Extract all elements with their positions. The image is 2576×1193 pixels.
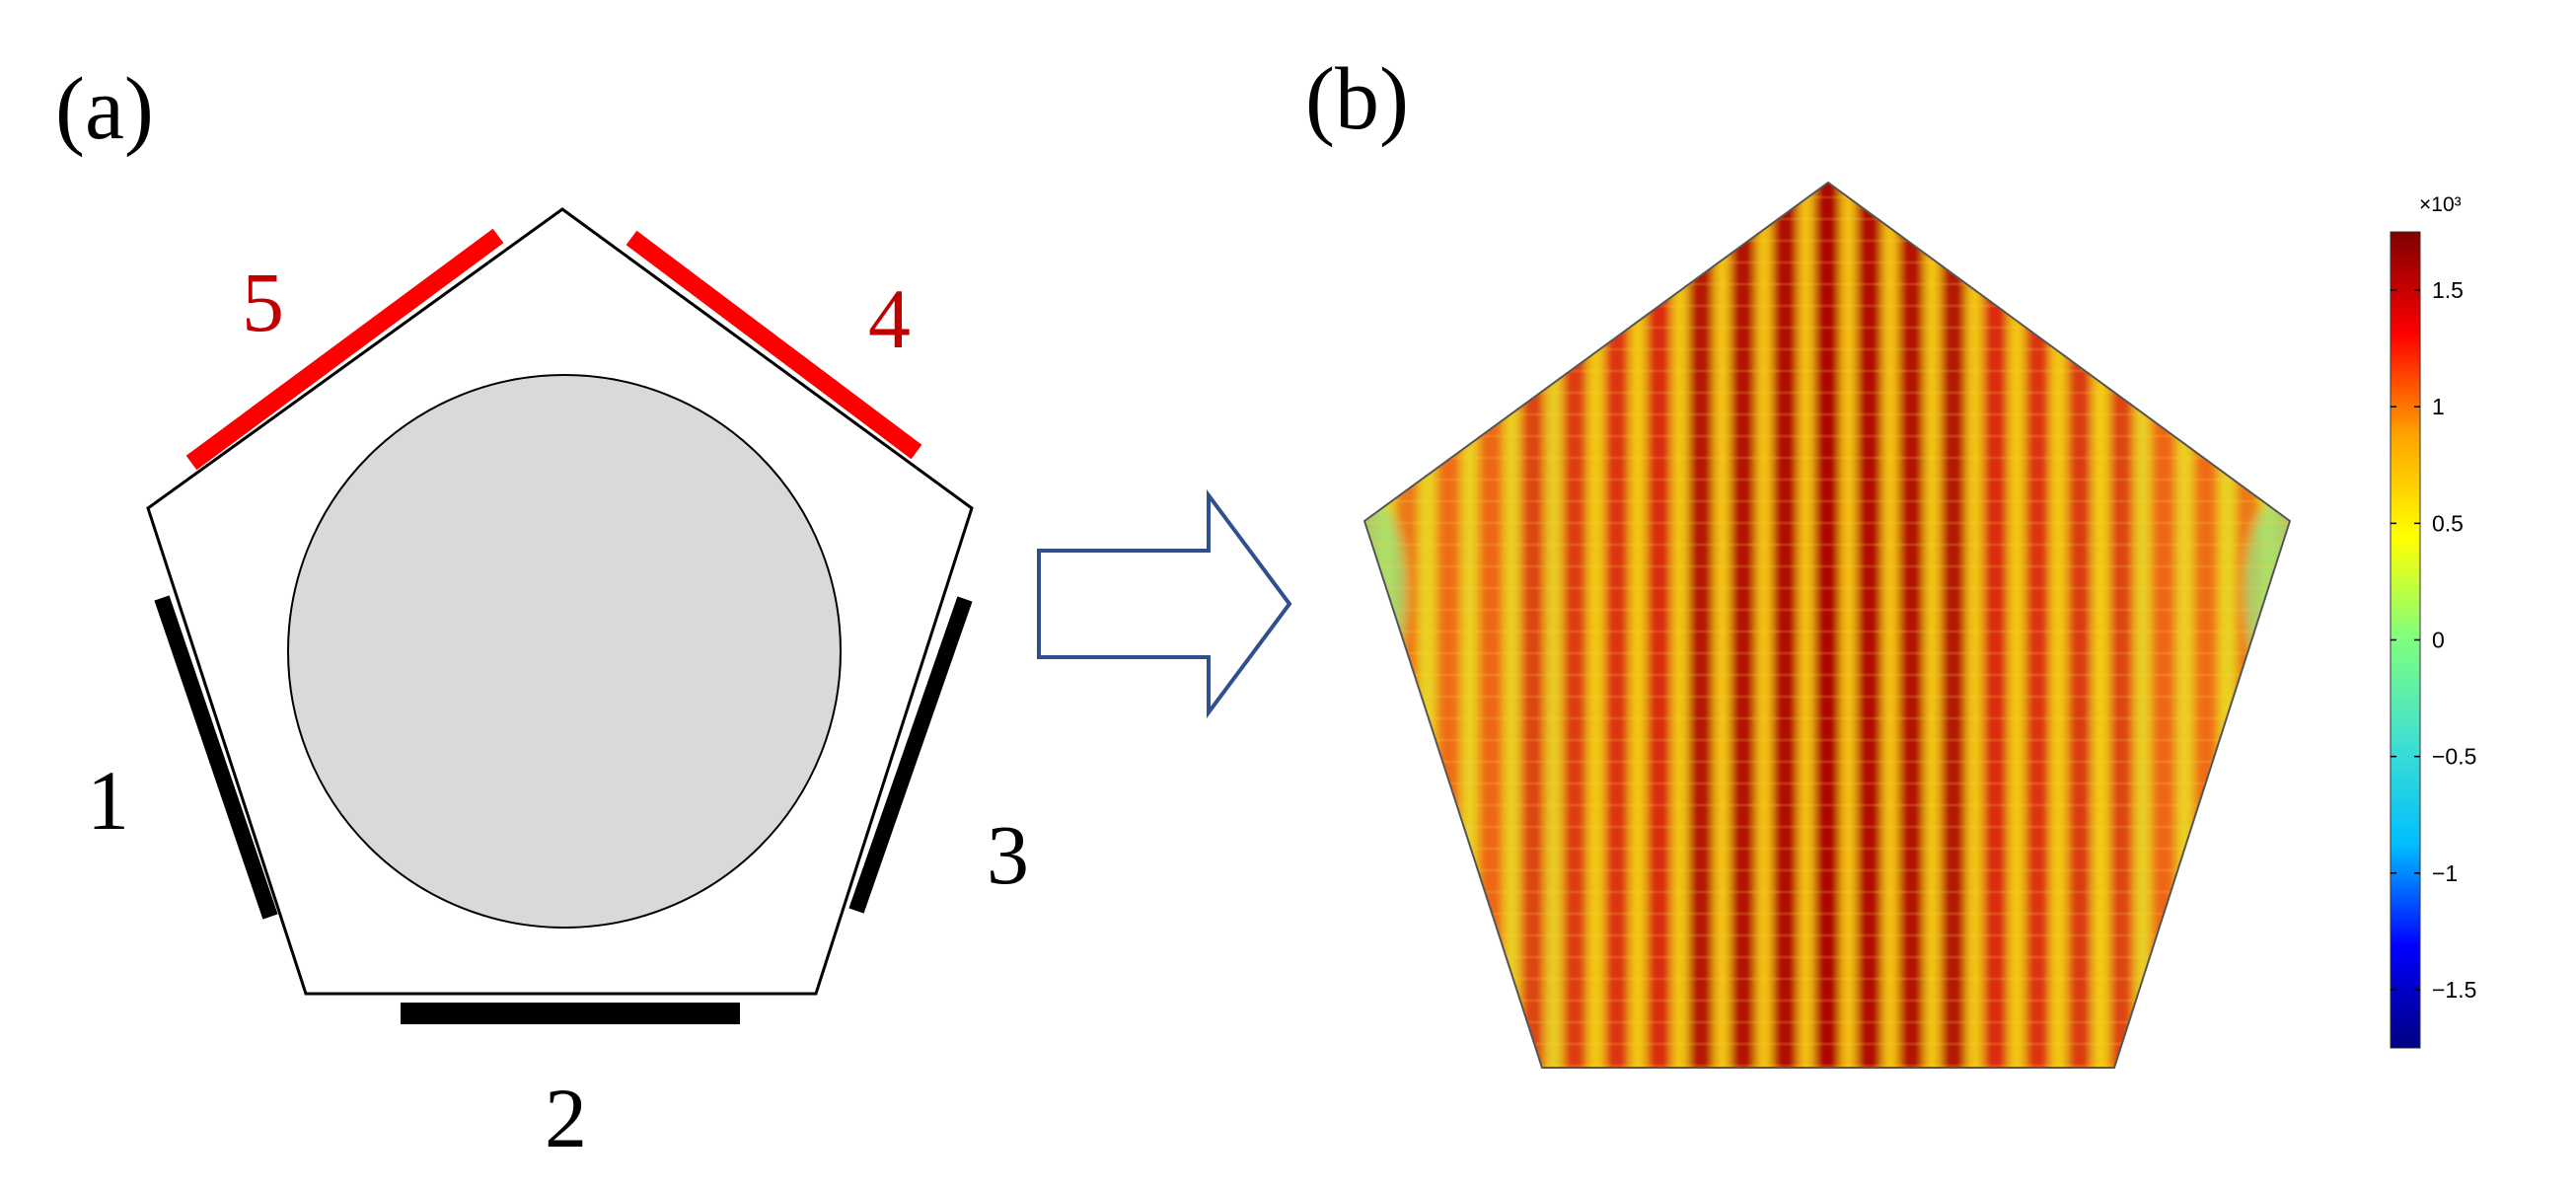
field-trough-band <box>1717 183 1728 1068</box>
field-peak-band <box>1563 183 1586 1068</box>
field-trough-band <box>1758 183 1770 1068</box>
field-peak-band <box>1479 183 1503 1068</box>
field-peak-band <box>1520 183 1545 1068</box>
field-peak-band <box>2278 183 2290 1068</box>
field-trough-band <box>2221 183 2233 1068</box>
transducer-label-5: 5 <box>242 255 284 349</box>
field-peak-band <box>2025 183 2049 1068</box>
field-trough-band <box>2263 183 2274 1068</box>
field-ripples <box>1364 195 2290 1068</box>
field-trough-band <box>1633 183 1644 1068</box>
transducer-label-2: 2 <box>545 1071 587 1165</box>
field-trough-band <box>1507 183 1517 1068</box>
colorbar-tick-label: −1 <box>2432 860 2458 886</box>
field-trough-band <box>1843 183 1854 1068</box>
field-peak-band <box>2068 183 2092 1068</box>
field-edge-region <box>1364 503 1406 681</box>
panel-b: (b) ×10³ 1.5 1 0.5 0 −0.5 −1 −1.5 <box>1305 50 2476 1095</box>
colorbar-tick-label: 1.5 <box>2432 277 2464 303</box>
field-pentagon-outline <box>1362 181 2292 1069</box>
field-trough-band <box>2179 183 2190 1068</box>
colorbar-tick-label: 0.5 <box>2432 510 2464 536</box>
field-peak-band <box>1942 183 1965 1068</box>
panel-a-label: (a) <box>55 60 154 158</box>
field-trough-band <box>1801 183 1811 1068</box>
field-peak-band <box>1899 183 1923 1068</box>
right-arrow-icon <box>1037 488 1292 719</box>
field-peak-band <box>1689 183 1713 1068</box>
field-trough-band <box>2011 183 2022 1068</box>
field-peak-band <box>1983 183 2008 1068</box>
colorbar-tick-label: 0 <box>2432 628 2445 653</box>
field-peak-band <box>1436 183 1460 1068</box>
sample-disk <box>287 374 842 929</box>
field-trough-band <box>1548 183 1559 1068</box>
field-edge-region <box>2245 503 2290 681</box>
field-peak-band <box>1773 183 1798 1068</box>
transducer-bar-3 <box>848 596 973 914</box>
field-trough-band <box>1422 183 1434 1068</box>
transducer-bar-4 <box>626 230 922 460</box>
field-trough-band <box>2137 183 2148 1068</box>
field-peak-band <box>1731 183 1755 1068</box>
colorbar-tick-label: 1 <box>2432 394 2445 419</box>
field-trough-band <box>1380 183 1391 1068</box>
field-stripes <box>1364 148 2316 1095</box>
field-trough-band <box>2053 183 2064 1068</box>
field-peak-band <box>1857 183 1881 1068</box>
field-peak-band <box>1364 183 1376 1068</box>
field-trough-band <box>1927 183 1938 1068</box>
field-trough-band <box>1590 183 1601 1068</box>
transducer-bar-5 <box>185 228 504 471</box>
transducer-label-1: 1 <box>87 753 129 848</box>
field-peak-band <box>1647 183 1671 1068</box>
field-peak-band <box>2194 183 2218 1068</box>
colorbar-tick-label: −1.5 <box>2432 977 2476 1003</box>
colorbar: ×10³ 1.5 1 0.5 0 −0.5 −1 −1.5 <box>2390 193 2476 1049</box>
transducer-label-4: 4 <box>868 271 911 366</box>
transducer-label-3: 3 <box>987 807 1029 902</box>
field-peak-band <box>1815 183 1839 1068</box>
field-peak-band <box>2152 183 2175 1068</box>
field-trough-band <box>1464 183 1475 1068</box>
field-trough-band <box>2306 148 2316 1095</box>
field-trough-band <box>2096 183 2106 1068</box>
panel-a: (a) 1 2 3 4 5 <box>55 60 1029 1165</box>
colorbar-multiplier: ×10³ <box>2419 193 2462 216</box>
colorbar-ticks: 1.5 1 0.5 0 −0.5 −1 −1.5 <box>2391 277 2476 1003</box>
field-trough-band <box>1674 183 1685 1068</box>
field-peak-band <box>1605 183 1629 1068</box>
panel-b-label: (b) <box>1305 50 1409 148</box>
colorbar-tick-label: −0.5 <box>2432 744 2476 770</box>
field-map <box>1364 148 2316 1095</box>
field-trough-band <box>1969 183 1980 1068</box>
transducer-bar-1 <box>154 595 278 920</box>
field-trough-band <box>1884 183 1896 1068</box>
field-peak-band <box>2109 183 2134 1068</box>
